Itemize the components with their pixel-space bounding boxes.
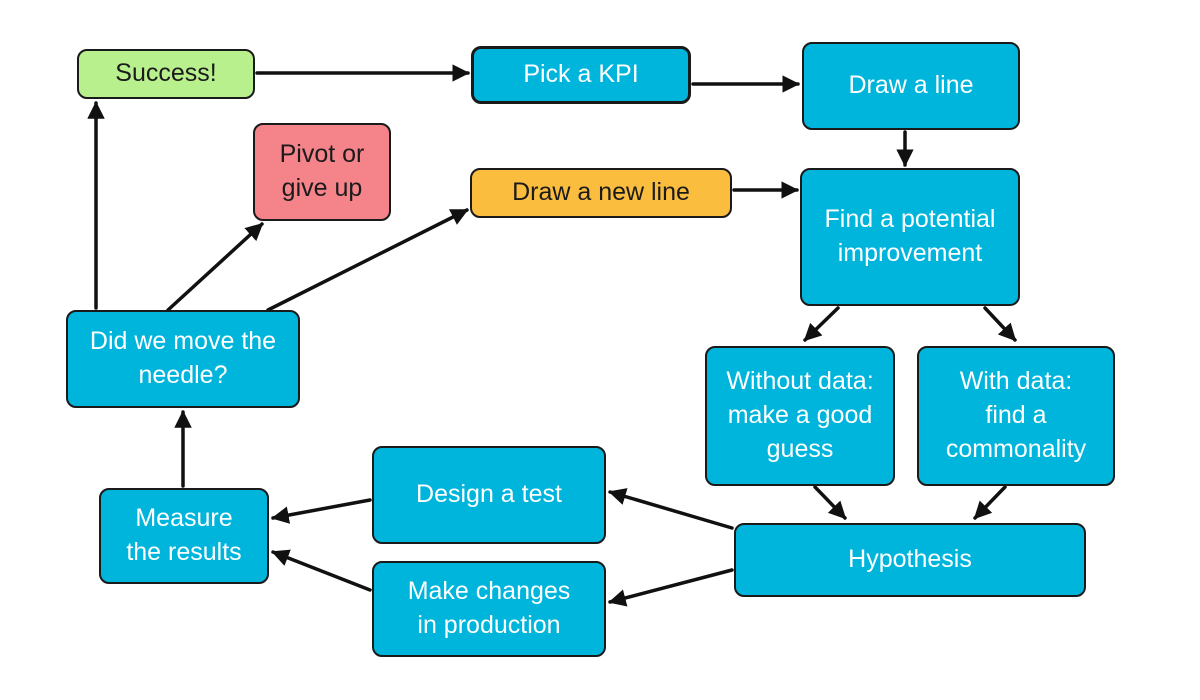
arrow-moved-needle-to-draw-new-line <box>266 208 469 312</box>
with-data-node: With data: find a commonality <box>917 346 1115 486</box>
arrow-design-test-to-measure <box>271 498 372 524</box>
arrow-hypothesis-to-design-test <box>608 488 734 530</box>
measure-results-node: Measure the results <box>99 488 269 584</box>
draw-new-line-node: Draw a new line <box>470 168 732 218</box>
arrow-without-data-to-hypothesis <box>813 485 847 520</box>
pivot-or-give-up-node: Pivot or give up <box>253 123 391 221</box>
arrow-find-improvement-to-without-data <box>803 306 840 342</box>
hypothesis-node: Hypothesis <box>734 523 1086 597</box>
arrow-make-changes-to-measure <box>271 549 372 592</box>
arrow-moved-needle-to-pivot <box>166 222 264 312</box>
arrow-hypothesis-to-make-changes <box>608 568 734 607</box>
moved-the-needle-node: Did we move the needle? <box>66 310 300 408</box>
find-improvement-node: Find a potential improvement <box>800 168 1020 306</box>
design-a-test-node: Design a test <box>372 446 606 544</box>
pick-kpi-node: Pick a KPI <box>471 46 691 104</box>
arrow-find-improvement-to-with-data <box>983 306 1017 342</box>
success-node: Success! <box>77 49 255 99</box>
make-changes-node: Make changes in production <box>372 561 606 657</box>
without-data-node: Without data: make a good guess <box>705 346 895 486</box>
draw-line-node: Draw a line <box>802 42 1020 130</box>
arrow-with-data-to-hypothesis <box>973 485 1007 520</box>
